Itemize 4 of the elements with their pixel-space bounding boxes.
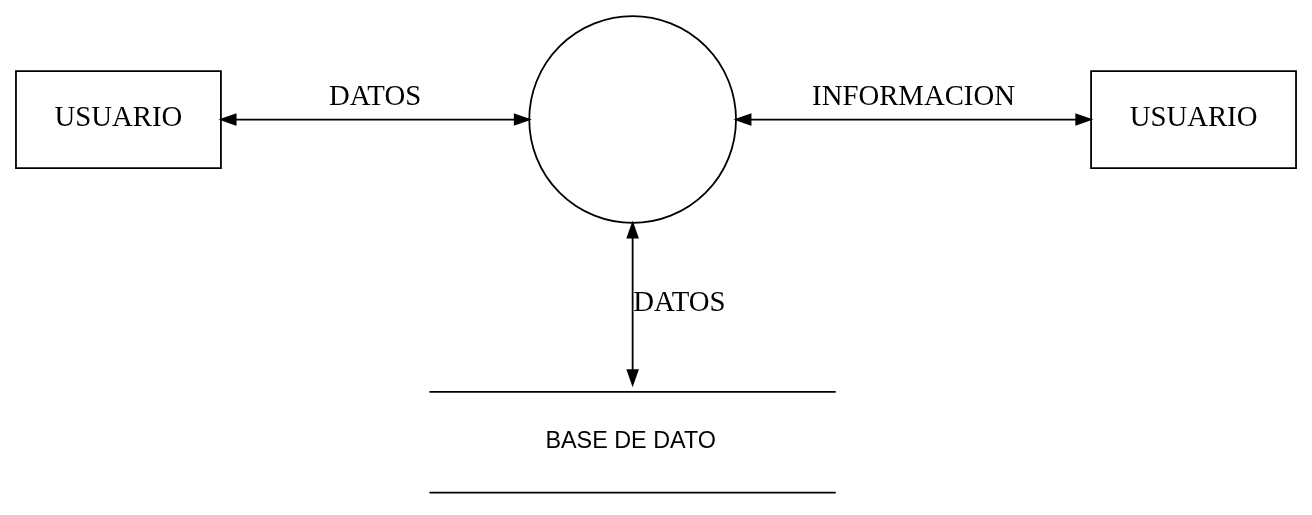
edge-label: INFORMACION: [812, 78, 1015, 111]
node-text: BASE DE DATO: [545, 426, 716, 453]
edge-label: DATOS: [329, 78, 422, 111]
edge-label: DATOS: [633, 284, 726, 317]
